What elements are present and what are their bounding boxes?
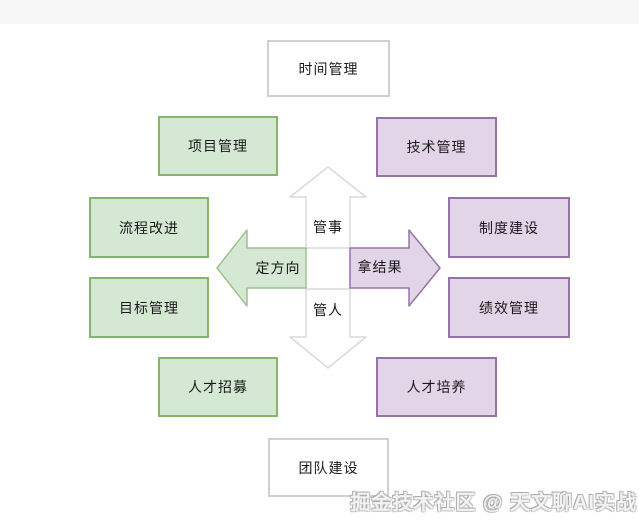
node-team-building: 团队建设 bbox=[268, 438, 389, 497]
node-talent-development: 人才培养 bbox=[376, 357, 497, 417]
node-time-management: 时间管理 bbox=[267, 40, 390, 97]
arrow-right-shape bbox=[349, 229, 441, 307]
node-process-improvement: 流程改进 bbox=[89, 197, 209, 258]
node-system-building: 制度建设 bbox=[448, 197, 570, 258]
node-performance-management: 绩效管理 bbox=[448, 277, 570, 338]
arrow-left-label: 定方向 bbox=[255, 260, 301, 276]
node-talent-recruitment: 人才招募 bbox=[158, 357, 278, 417]
watermark-text: 掘金技术社区 @ 天文聊AI实战 bbox=[350, 492, 637, 514]
arrow-up-label: 管事 bbox=[313, 219, 343, 235]
arrow-down-shape bbox=[289, 288, 367, 369]
node-tech-management: 技术管理 bbox=[376, 117, 497, 177]
top-band bbox=[0, 0, 639, 24]
arrow-right-label: 拿结果 bbox=[357, 259, 403, 275]
node-goal-management: 目标管理 bbox=[89, 277, 209, 338]
arrow-down-label: 管人 bbox=[313, 302, 343, 318]
arrow-up-shape bbox=[289, 166, 367, 249]
node-project-management: 项目管理 bbox=[158, 116, 278, 176]
arrow-left-shape bbox=[216, 229, 307, 307]
